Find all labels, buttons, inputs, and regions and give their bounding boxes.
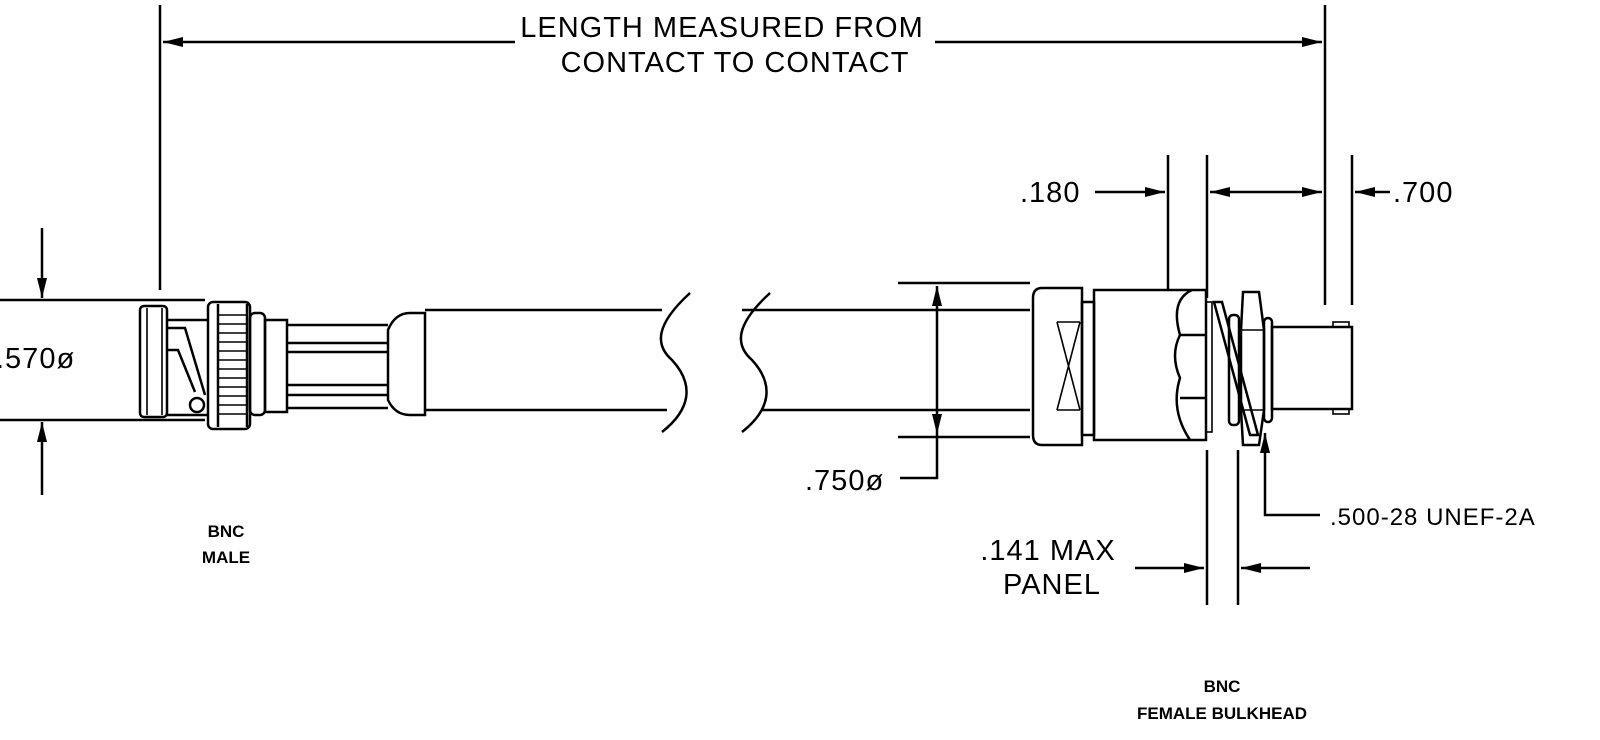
knurl-ribs	[216, 304, 249, 427]
body-length-value: .700	[1393, 177, 1453, 209]
cable-diameter-dimension: .750ø	[805, 281, 1030, 497]
male-diameter-dimension: .570ø	[0, 228, 205, 495]
cable-diameter-value: .750ø	[805, 465, 884, 497]
nut-and-body-dimensions: .180 .700	[1020, 155, 1453, 305]
break-line-left	[659, 292, 691, 433]
cable	[425, 292, 1030, 433]
length-label-line1: LENGTH MEASURED FROM	[520, 12, 923, 44]
male-label-line1: BNC	[208, 522, 245, 541]
break-line-right	[739, 292, 771, 433]
male-label-line2: MALE	[202, 548, 250, 567]
male-diameter-value: .570ø	[0, 343, 75, 375]
thread-callout: .500-28 UNEF-2A	[1260, 433, 1536, 531]
female-label-line1: BNC	[1204, 677, 1241, 696]
length-label-line2: CONTACT TO CONTACT	[561, 47, 910, 79]
bnc-male-connector	[138, 300, 427, 431]
thread-spec: .500-28 UNEF-2A	[1330, 504, 1536, 531]
overall-length-dimension: LENGTH MEASURED FROM CONTACT TO CONTACT	[158, 5, 1327, 305]
panel-label: PANEL	[1003, 569, 1101, 601]
bnc-female-bulkhead-connector	[1031, 286, 1354, 447]
female-label-line2: FEMALE BULKHEAD	[1137, 704, 1307, 723]
panel-thickness-dimension: .141 MAX PANEL	[980, 450, 1310, 605]
panel-max-value: .141 MAX	[980, 535, 1115, 567]
nut-width-value: .180	[1020, 177, 1080, 209]
